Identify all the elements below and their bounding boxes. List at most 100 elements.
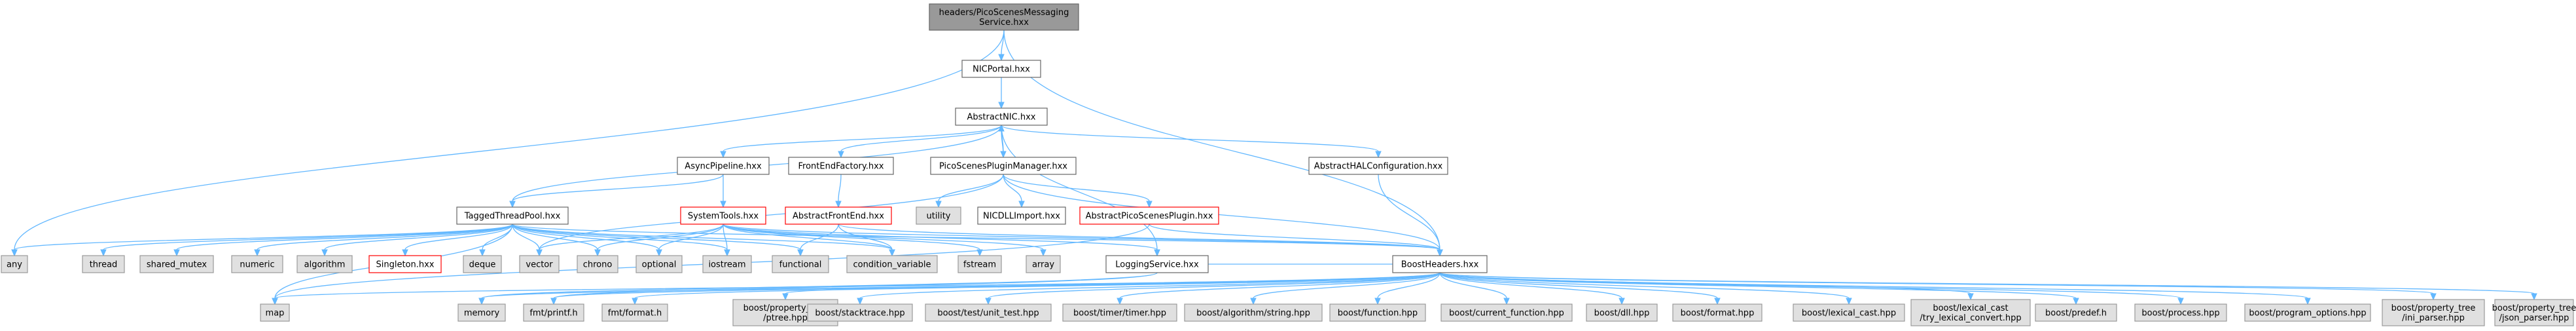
edge-line — [14, 224, 513, 250]
edge-line — [1149, 224, 1440, 250]
node-box — [457, 303, 506, 322]
node-label: boost/dll.hpp — [1594, 309, 1650, 319]
node-bcurfunc: boost/current_function.hpp — [1440, 303, 1573, 322]
edge-line — [512, 224, 728, 250]
node-label: fstream — [963, 260, 996, 270]
node-box — [1793, 303, 1905, 322]
node-frontendfactory[interactable]: FrontEndFactory.hxx — [788, 157, 894, 175]
node-box — [463, 255, 502, 273]
arrowhead-icon — [1154, 249, 1160, 257]
node-box — [139, 255, 214, 273]
arrowhead-icon — [1250, 298, 1257, 305]
node-vector: vector — [519, 255, 560, 273]
node-label: array — [1032, 260, 1054, 270]
node-label: FrontEndFactory.hxx — [798, 162, 884, 172]
node-label: AbstractFrontEnd.hxx — [793, 212, 884, 222]
node-box — [788, 157, 894, 175]
node-label: AbstractPicoScenesPlugin.hxx — [1086, 212, 1213, 222]
edge-boostheaders-to-bunittest — [985, 272, 1440, 305]
node-fmtprintf: fmt/printf.h — [523, 303, 584, 322]
node-algorithm: algorithm — [296, 255, 353, 273]
node-label: utility — [927, 212, 951, 222]
node-fmtformat: fmt/format.h — [601, 303, 668, 322]
node-label: numeric — [240, 260, 274, 270]
arrowhead-icon — [1146, 201, 1153, 208]
arrowhead-icon — [11, 249, 18, 257]
edge-line — [1439, 272, 1850, 299]
edge-line — [723, 224, 728, 250]
edge-boostheaders-to-bformat — [1439, 272, 1721, 305]
edge-line — [723, 224, 980, 250]
node-abstractnic[interactable]: AbstractNIC.hxx — [955, 107, 1048, 126]
node-pluginmanager[interactable]: PicoScenesPluginManager.hxx — [930, 157, 1077, 175]
edge-systemtools-to-fstream — [723, 224, 983, 257]
arrowhead-icon — [402, 249, 408, 257]
edge-line — [512, 224, 1440, 250]
node-box — [296, 255, 353, 273]
edge-pluginmanager-to-abstractplugin — [1003, 174, 1153, 208]
node-systemtools[interactable]: SystemTools.hxx — [680, 206, 766, 225]
node-box — [1026, 255, 1061, 273]
node-chrono: chrono — [577, 255, 618, 273]
edge-line — [1001, 125, 1379, 152]
node-abstractplugin[interactable]: AbstractPicoScenesPlugin.hxx — [1079, 206, 1219, 225]
node-box — [2382, 299, 2485, 326]
edge-line — [512, 224, 598, 250]
node-label: SystemTools.hxx — [688, 212, 759, 222]
arrowhead-icon — [889, 249, 895, 257]
edge-line — [512, 224, 660, 250]
edge-systemtools-to-chrono — [594, 224, 724, 257]
node-label: deque — [469, 260, 496, 270]
node-box — [577, 255, 618, 273]
edge-systemtools-to-optional — [656, 224, 724, 257]
edge-taggedthreadpool-to-any — [11, 224, 513, 257]
node-label: boost/algorithm/string.hpp — [1196, 309, 1310, 319]
node-taggedthreadpool[interactable]: TaggedThreadPool.hxx — [456, 206, 569, 225]
node-nicportal[interactable]: NICPortal.hxx — [961, 60, 1041, 78]
edge-line — [404, 224, 513, 250]
node-layer: headers/PicoScenesMessagingService.hxxNI… — [1, 3, 2576, 326]
arrowhead-icon — [479, 249, 486, 257]
node-bpredef: boost/predef.h — [2035, 303, 2117, 322]
edge-taggedthreadpool-to-shared_mutex — [173, 224, 513, 257]
edge-line — [785, 272, 1440, 294]
node-box — [231, 255, 283, 273]
node-iostream: iostream — [702, 255, 752, 273]
edge-line — [1001, 130, 1004, 158]
edge-line — [1119, 272, 1440, 299]
node-shared_mutex: shared_mutex — [139, 255, 214, 273]
edge-asyncpipeline-to-taggedthreadpool — [509, 174, 724, 208]
node-fstream: fstream — [957, 255, 1002, 273]
edge-line — [176, 224, 513, 250]
arrowhead-icon — [1437, 249, 1443, 257]
arrowhead-icon — [1503, 298, 1510, 305]
node-bunittest: boost/test/unit_test.hpp — [925, 303, 1052, 322]
node-box — [772, 255, 829, 273]
arrowhead-icon — [100, 249, 107, 257]
edge-line — [838, 224, 893, 250]
node-box — [961, 60, 1041, 78]
node-singleton[interactable]: Singleton.hxx — [368, 255, 442, 273]
node-label: functional — [779, 260, 822, 270]
arrowhead-icon — [720, 201, 726, 208]
node-bjson: boost/property_tree/json_parser.hpp — [2492, 299, 2576, 326]
edge-halconfig-to-boostheaders — [1378, 174, 1443, 257]
arrowhead-icon — [720, 151, 726, 159]
node-asyncpipeline[interactable]: AsyncPipeline.hxx — [677, 157, 770, 175]
node-boostheaders[interactable]: BoostHeaders.hxx — [1392, 255, 1488, 273]
node-bini: boost/property_tree/ini_parser.hpp — [2382, 299, 2485, 326]
arrowhead-icon — [321, 249, 328, 257]
node-halconfig[interactable]: AbstractHALConfiguration.hxx — [1308, 157, 1448, 175]
arrowhead-icon — [478, 298, 485, 305]
node-abstractfrontend[interactable]: AbstractFrontEnd.hxx — [785, 206, 892, 225]
node-box — [807, 303, 913, 322]
node-label: /json_parser.hpp — [2499, 313, 2569, 323]
node-box — [680, 206, 766, 225]
edge-taggedthreadpool-to-thread — [100, 224, 513, 257]
arrowhead-icon — [1846, 298, 1852, 305]
arrowhead-icon — [2531, 293, 2537, 301]
node-nicdllimport[interactable]: NICDLLImport.hxx — [977, 206, 1066, 225]
node-bprocess: boost/process.hpp — [2134, 303, 2227, 322]
node-loggingservice[interactable]: LoggingService.hxx — [1105, 255, 1209, 273]
